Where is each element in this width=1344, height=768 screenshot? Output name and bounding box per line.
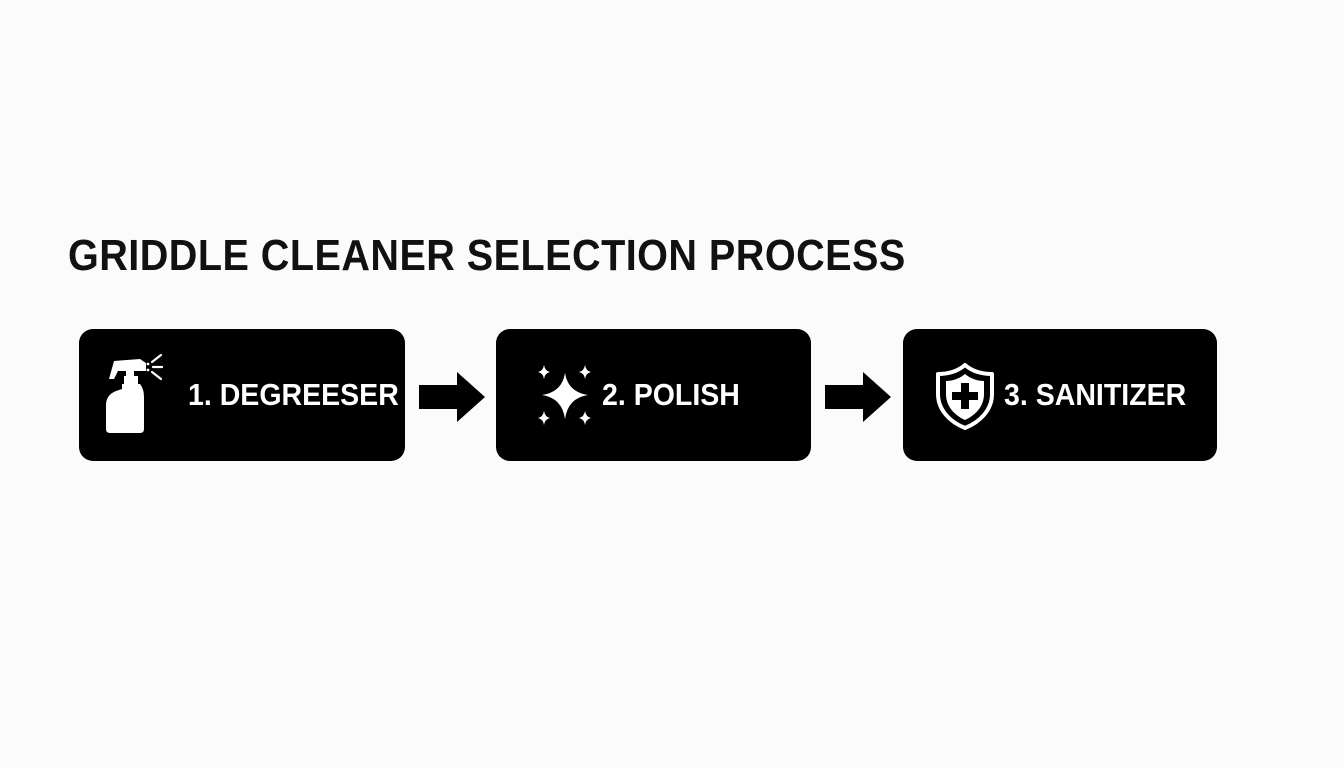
diagram-title: GRIDDLE CLEANER SELECTION PROCESS: [68, 231, 906, 280]
arrow-right-icon: [419, 372, 485, 422]
step-label-degreaser: 1. DEGREESER: [188, 377, 399, 412]
step-polish: 2. POLISH: [496, 329, 811, 461]
sparkle-icon: [538, 365, 591, 425]
shield-plus-icon: [936, 363, 994, 430]
step-degreaser: 1. DEGREESER: [79, 329, 405, 461]
step-sanitizer: 3. SANITIZER: [903, 329, 1217, 461]
arrow-right-icon: [825, 372, 891, 422]
step-label-polish: 2. POLISH: [602, 377, 740, 412]
step-label-sanitizer: 3. SANITIZER: [1004, 377, 1187, 412]
spray-bottle-icon: [106, 353, 164, 433]
